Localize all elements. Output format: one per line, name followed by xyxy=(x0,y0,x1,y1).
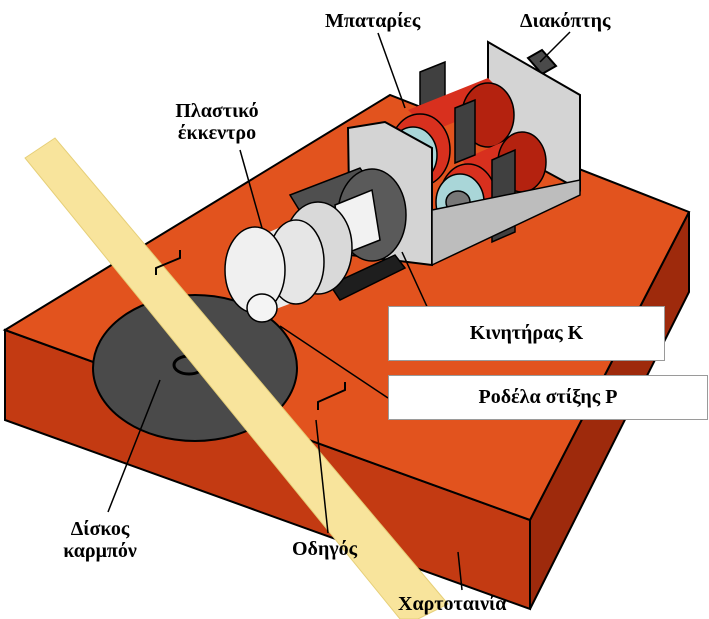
plastic-eccentric xyxy=(224,219,325,323)
label-carbon-disc: Δίσκος καρμπόν xyxy=(40,518,160,562)
label-guide: Οδηγός xyxy=(292,538,358,560)
guide-upper xyxy=(155,250,181,275)
label-plastic-eccentric-line2: έκκεντρο xyxy=(177,122,257,144)
label-paper-tape: Χαρτοταινία xyxy=(398,593,507,615)
label-switch: Διακόπτης xyxy=(520,10,611,32)
paper-tape xyxy=(24,137,449,619)
holder-floor xyxy=(431,179,581,267)
motor-mount xyxy=(328,254,407,301)
guide-lower xyxy=(317,382,346,410)
label-motor-box: Κινητήρας Κ xyxy=(388,306,665,361)
label-carbon-disc-line1: Δίσκος xyxy=(70,518,130,540)
leader-batteries xyxy=(377,32,406,109)
contact-strip-middle xyxy=(454,98,476,165)
label-plastic-eccentric: Πλαστικό έκκεντρο xyxy=(162,100,272,144)
label-washer-box: Ροδέλα στίξης Ρ xyxy=(388,375,708,420)
leader-guide xyxy=(315,419,329,534)
leader-tape xyxy=(457,551,463,591)
label-batteries: Μπαταρίες xyxy=(325,10,421,32)
switch-knob xyxy=(526,48,558,76)
label-plastic-eccentric-line1: Πλαστικό xyxy=(175,100,259,122)
leader-disc xyxy=(107,379,161,513)
leader-washer xyxy=(279,325,389,399)
label-carbon-disc-line2: καρμπόν xyxy=(63,540,137,562)
leader-switch xyxy=(539,31,571,63)
leader-eccentric xyxy=(239,149,263,229)
